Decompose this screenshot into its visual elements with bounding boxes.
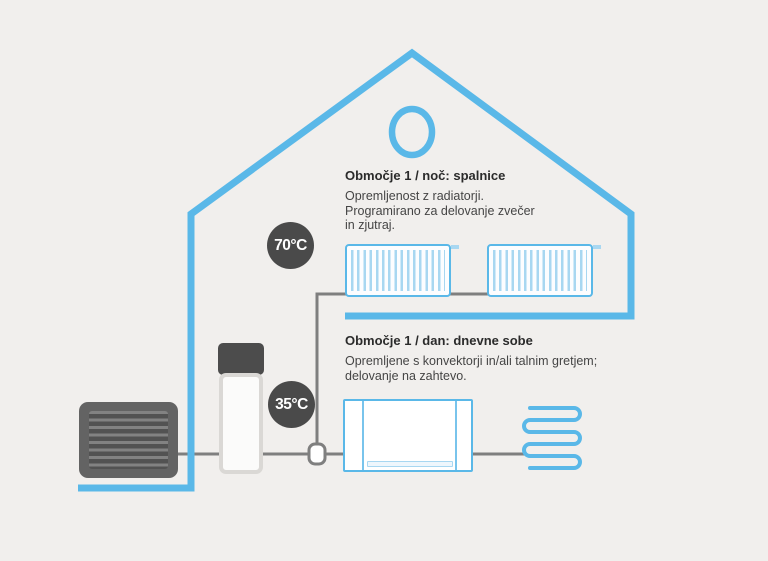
zone-day-line: Opremljene s konvektorji in/ali talnim g…: [345, 354, 598, 368]
zone-night-description: Območje 1 / noč: spalnice Opremljenost z…: [345, 168, 645, 233]
zone-night-line: Programirano za delovanje zvečer: [345, 203, 535, 218]
zone-night-line: in zjutraj.: [345, 218, 396, 232]
pipe-connector-valve-icon: [307, 442, 327, 466]
floor-heating-coil-icon: [522, 406, 582, 470]
zone-night-title: Območje 1 / noč: spalnice: [345, 168, 506, 183]
zone-day-title: Območje 1 / dan: dnevne sobe: [345, 333, 533, 348]
floor-temp-badge: 35°C: [268, 381, 315, 428]
water-tank-cap: [218, 343, 264, 375]
zone-day-line: delovanje na zahtevo.: [345, 368, 467, 383]
radiator-fins: [493, 250, 587, 291]
heat-pump-slats: [89, 411, 168, 469]
radiator-icon: [345, 244, 451, 297]
house-outline: [78, 48, 635, 492]
radiator-valve-icon: [593, 245, 601, 249]
convector-outlet-slot: [367, 461, 453, 467]
convector-panel-line: [455, 401, 457, 470]
water-tank-icon: [219, 373, 263, 474]
zone-day-description: Območje 1 / dan: dnevne sobe Opremljene …: [345, 333, 645, 383]
radiator-valve-icon: [451, 245, 459, 249]
radiator-fins: [351, 250, 445, 291]
radiator-icon: [487, 244, 593, 297]
convector-icon: [343, 399, 473, 472]
round-window-icon: [388, 105, 436, 159]
heat-pump-icon: [79, 402, 178, 478]
radiator-temp-badge: 70°C: [267, 222, 314, 269]
zone-night-line: Opremljenost z radiatorji.: [345, 189, 484, 203]
convector-panel-line: [362, 401, 364, 470]
